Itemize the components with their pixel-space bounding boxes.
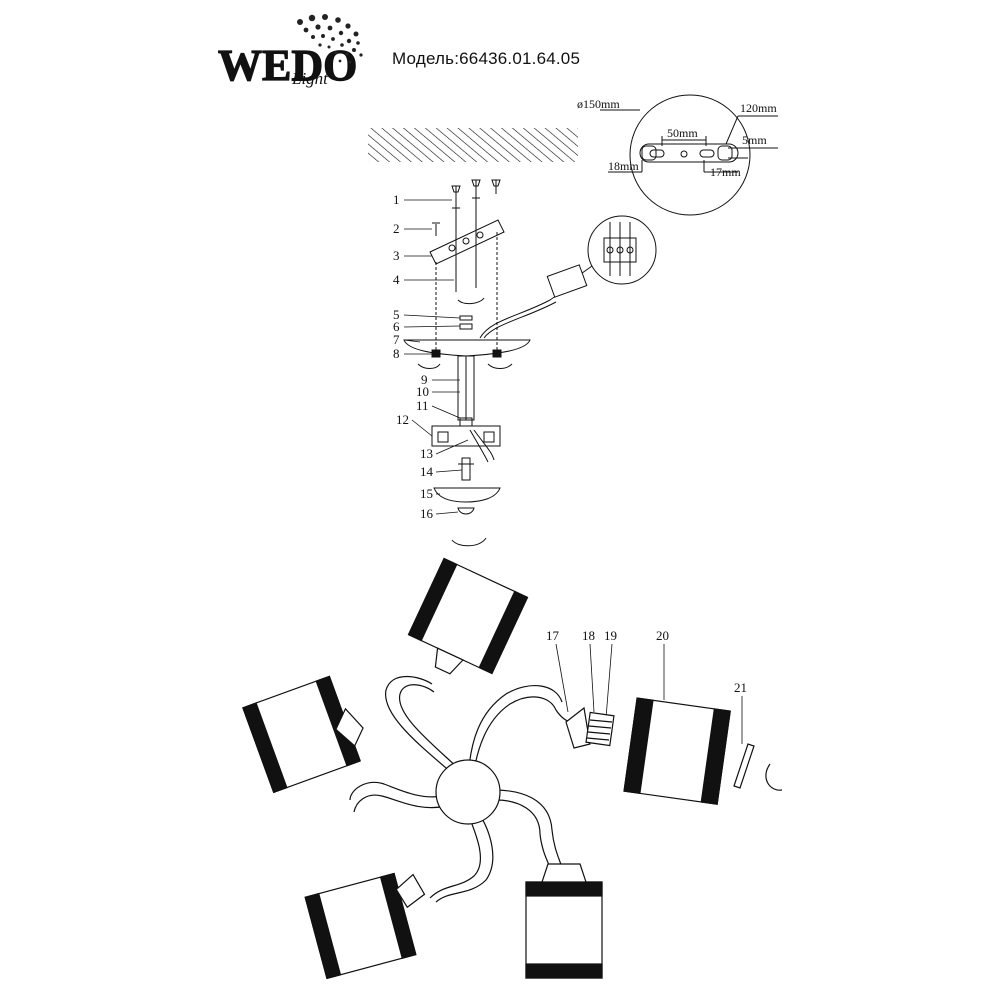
part-label-9: 9: [421, 372, 428, 387]
lamp-shade-bottom: [525, 863, 603, 979]
part-label-7: 7: [393, 332, 400, 347]
part-label-6: 6: [393, 319, 400, 334]
part-label-3: 3: [393, 248, 400, 263]
part-label-11: 11: [416, 398, 429, 413]
part-label-18: 18: [582, 628, 595, 643]
lamp-shade-bottom-left: [304, 872, 426, 980]
logo-script: Light: [291, 69, 329, 88]
chandelier-body: [349, 675, 573, 903]
part-leaders: [403, 199, 743, 744]
lamp-shades: [242, 557, 783, 980]
dim-hole-spacing: 50mm: [667, 126, 698, 140]
part-label-5: 5: [393, 307, 400, 322]
part-label-4: 4: [393, 272, 400, 287]
wire-connector-detail: [577, 215, 657, 285]
brand-logo: WEDO Light: [217, 14, 363, 91]
part-label-17: 17: [546, 628, 560, 643]
part-label-20: 20: [656, 628, 669, 643]
part-label-8: 8: [393, 346, 400, 361]
part-label-12: 12: [396, 412, 409, 427]
part-label-1: 1: [393, 192, 400, 207]
mounting-assembly: [403, 179, 588, 547]
dim-length: 120mm: [740, 101, 777, 115]
ceiling-hatch: [368, 128, 578, 162]
lamp-shade-exploded: [623, 697, 731, 805]
dim-right-offset: 17mm: [710, 165, 741, 179]
lamp-shade-top: [407, 557, 529, 675]
part-label-21: 21: [734, 680, 747, 695]
dim-left-offset: 18mm: [608, 159, 639, 173]
part-label-14: 14: [420, 464, 434, 479]
model-number: Модель:66436.01.64.05: [392, 49, 581, 68]
part-label-15: 15: [420, 486, 433, 501]
logo-swirl-icon: [297, 14, 363, 64]
part-labels: 1 2 3 4 5 6 7 8 9 10 11 12 13 14 15 16 1…: [393, 192, 747, 695]
mounting-plate-detail: [600, 94, 778, 216]
part-label-13: 13: [420, 446, 433, 461]
part-label-19: 19: [604, 628, 617, 643]
part-label-16: 16: [420, 506, 434, 521]
logo-wordmark: WEDO: [218, 41, 357, 90]
part-label-10: 10: [416, 384, 429, 399]
dim-thickness: 5mm: [742, 133, 767, 147]
lamp-shade-left: [242, 675, 364, 794]
dim-diameter: ø150mm: [577, 97, 620, 111]
part-label-2: 2: [393, 221, 400, 236]
